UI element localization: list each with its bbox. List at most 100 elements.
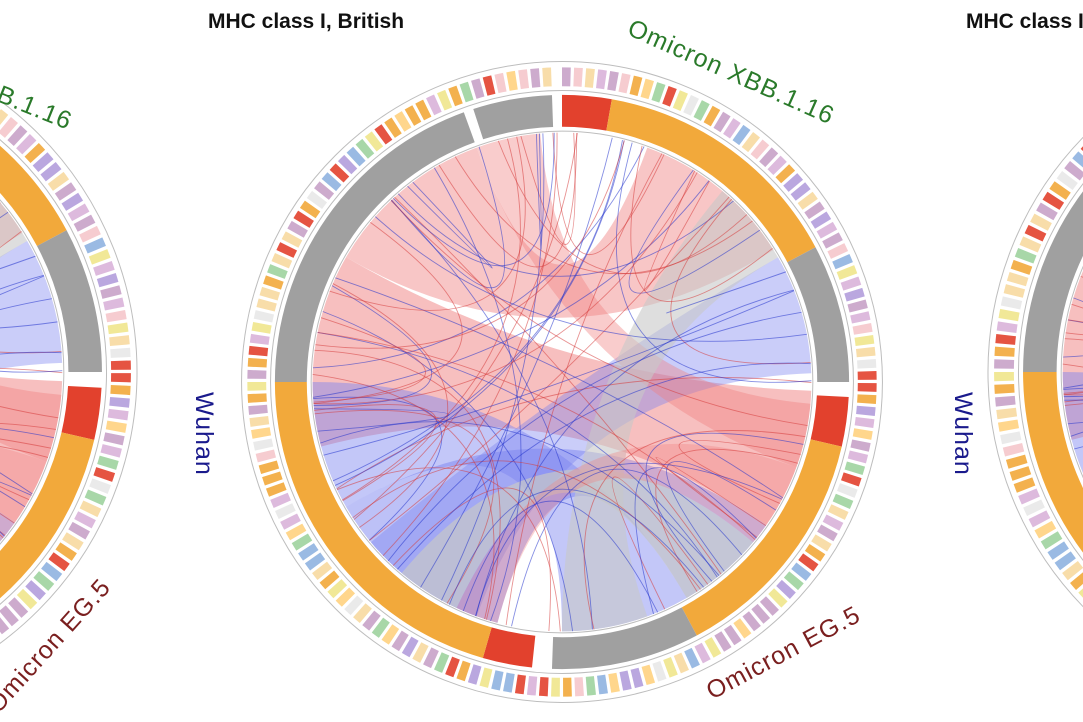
right-track-cell [1028,510,1051,528]
center-track-cell [585,676,596,696]
center-track-cell [314,181,335,200]
center-segment-ring [241,61,883,703]
center-track-cell [759,596,779,616]
center-track-cell [271,253,293,269]
left-ribbons [0,202,63,542]
center-chord-line [615,142,812,383]
center-track-cell [750,139,770,160]
center-track-cell [337,154,358,175]
left-track-cell [96,273,119,288]
left-track-cell [105,420,127,433]
left-track-cell [16,133,37,155]
center-track-cell [751,603,771,624]
center-track-cell [445,656,460,678]
right-inner-boundary [1060,265,1083,479]
center-chord-line [352,460,701,590]
center-chord-line [332,283,449,528]
right-track-cell [998,308,1020,322]
center-panel-title: MHC class I, British [208,10,404,33]
center-track-cell [810,211,832,229]
right-track-cell [1000,431,1022,445]
center-ring-segment [787,247,850,382]
left-track-cell [0,617,10,635]
center-track-cell [270,492,291,508]
center-chord-line [313,285,433,406]
center-chord-line [336,377,812,490]
left-track-cell [79,225,101,243]
left-ring-segment [0,145,67,246]
center-chord-line [334,140,625,486]
center-track-cell [857,371,877,380]
right-track-cell [994,372,1015,382]
center-chord-line [323,290,795,456]
left-track-cell [40,161,62,182]
center-track-cell [355,138,375,159]
center-track-cell [412,642,429,663]
left-track-cell [61,192,84,211]
center-track-cell [857,358,877,369]
right-track-cell [1009,466,1032,481]
left-track-cell [89,478,111,494]
center-ribbon [476,133,811,468]
center-track-cell [733,618,752,639]
right-ribbon [1062,271,1083,440]
center-track-cell [776,579,796,599]
left-track-cell [109,396,130,408]
right-track-cell [1024,224,1047,242]
center-track-cell [346,146,366,167]
right-track-cell [994,359,1015,369]
center-track-cell [251,427,272,439]
right-track-cell [1047,541,1069,560]
center-track-cell [607,71,619,92]
center-track-cell [574,677,584,697]
left-ring-segment [36,230,102,372]
center-chord-line [407,181,493,269]
center-track-cell [704,637,722,658]
center-track-cell [847,450,869,464]
center-track-cell [562,67,571,87]
left-track-cell [93,260,115,276]
center-track-cell [817,524,838,542]
center-track-cell [703,105,721,127]
left-ribbon [0,377,63,523]
center-track-cell [401,636,419,658]
right-track-cell [1005,454,1028,469]
center-track-cell [832,254,853,270]
center-track-cell [293,210,314,228]
center-ring-segment [551,607,697,670]
center-track-cell [723,624,742,646]
center-track-cell [247,393,267,403]
center-chord-line [535,133,542,250]
center-track-cell [844,287,865,302]
center-track-cell [854,417,875,428]
center-track-cell [374,124,393,145]
center-track-cell [551,677,560,697]
center-track-cell [285,523,307,541]
center-track-cell [857,383,877,392]
right-chord-panel: MHC class I Wuhan [949,10,1083,608]
left-track-cell [84,489,107,506]
center-chord-line [645,432,804,582]
center-chord-line [336,467,561,632]
center-track-cell [526,675,538,696]
center-chord-line [313,222,463,405]
center-ribbon [312,257,812,526]
center-chord-line [317,331,756,541]
center-track-cell [514,674,526,695]
center-track-cell [693,100,710,121]
center-track-cell [790,182,811,201]
center-track-cell [319,570,340,590]
center-track-cell [437,89,453,111]
right-track-cell [1034,520,1057,539]
center-chord-line [505,153,663,626]
center-track-cell [608,672,620,693]
left-track-cell [107,322,129,335]
center-chord-line [312,373,495,620]
right-track-cell [1042,191,1065,210]
center-track-cell [256,298,277,312]
left-track-cell [16,588,38,610]
center-track-cell [253,310,275,323]
center-chord-line [475,462,783,617]
left-track-cell [84,237,106,254]
left-ribbon [0,539,1,542]
